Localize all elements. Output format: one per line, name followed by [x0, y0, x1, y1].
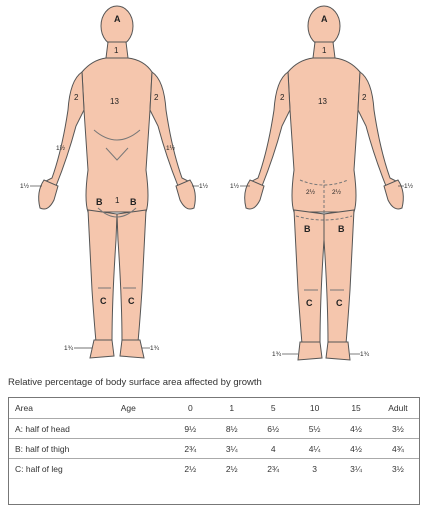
front-body-figure	[39, 6, 196, 358]
front-leg-right-label: C	[128, 296, 135, 306]
table-cell: 3½	[377, 459, 419, 479]
header-age-0: 0	[170, 398, 211, 419]
table-row: C: half of leg 2½ 2½ 2¾ 3 3¼ 3½	[9, 459, 419, 479]
table-cell: 4½	[335, 419, 376, 439]
back-hand-right-label: 1½	[404, 182, 414, 190]
back-head-label: A	[321, 14, 328, 24]
header-age-1: 1	[211, 398, 252, 419]
table-caption: Relative percentage of body surface area…	[8, 377, 262, 388]
front-arm-left-label: 2	[74, 93, 79, 102]
header-area: Area	[9, 398, 119, 419]
table-cell: 4¼	[294, 439, 335, 459]
front-head-label: A	[114, 14, 121, 24]
table-row: B: half of thigh 2¾ 3¼ 4 4¼ 4½ 4¾	[9, 439, 419, 459]
back-hand-left-label: 1½	[230, 182, 240, 190]
table-cell: 2¾	[252, 459, 293, 479]
table-cell: 3¼	[335, 459, 376, 479]
header-age-15: 15	[335, 398, 376, 419]
back-thigh-left-label: B	[304, 224, 311, 234]
back-thigh-right-label: B	[338, 224, 345, 234]
back-buttock-right-label: 2½	[332, 188, 342, 196]
front-hand-left-label: 1½	[20, 182, 30, 190]
table-cell: 3½	[377, 419, 419, 439]
back-leg-left-label: C	[306, 298, 313, 308]
table-cell: 8½	[211, 419, 252, 439]
back-leg-right-label: C	[336, 298, 343, 308]
back-body-figure	[245, 6, 404, 360]
front-thigh-right-label: B	[130, 197, 137, 207]
percentage-table: Area Age 0 1 5 10 15 Adult A: half of he…	[9, 398, 419, 478]
table-cell: 4¾	[377, 439, 419, 459]
row-area-label: A: half of head	[9, 419, 119, 439]
table-cell: 9½	[170, 419, 211, 439]
front-foot-right-label: 1¾	[150, 345, 160, 352]
front-forearm-left-label: 1½	[56, 144, 66, 152]
body-area-table: Area Age 0 1 5 10 15 Adult A: half of he…	[8, 397, 420, 505]
front-genital-label: 1	[115, 196, 120, 205]
back-buttock-left-label: 2½	[306, 188, 316, 196]
table-cell: 2½	[211, 459, 252, 479]
table-cell: 2¾	[170, 439, 211, 459]
table-cell: 3	[294, 459, 335, 479]
back-foot-left-label: 1¾	[272, 351, 282, 358]
front-leg-left-label: C	[100, 296, 107, 306]
table-cell: 6½	[252, 419, 293, 439]
header-adult: Adult	[377, 398, 419, 419]
table-header-row: Area Age 0 1 5 10 15 Adult	[9, 398, 419, 419]
table-cell: 3¼	[211, 439, 252, 459]
table-cell: 2½	[170, 459, 211, 479]
body-diagrams: A 1 2 2 13 1½ 1½ 1½ 1½ 1 B B C C 1¾ 1¾	[0, 0, 427, 370]
back-torso-label: 13	[318, 97, 327, 106]
row-area-label: B: half of thigh	[9, 439, 119, 459]
front-forearm-right-label: 1½	[166, 144, 176, 152]
table-row: A: half of head 9½ 8½ 6½ 5½ 4½ 3½	[9, 419, 419, 439]
front-foot-left-label: 1¾	[64, 345, 74, 352]
back-neck-label: 1	[322, 46, 327, 55]
row-area-label: C: half of leg	[9, 459, 119, 479]
header-age-10: 10	[294, 398, 335, 419]
front-neck-label: 1	[114, 46, 119, 55]
back-arm-right-label: 2	[362, 93, 367, 102]
back-arm-left-label: 2	[280, 93, 285, 102]
front-thigh-left-label: B	[96, 197, 103, 207]
header-age: Age	[119, 398, 170, 419]
header-age-5: 5	[252, 398, 293, 419]
table-cell: 5½	[294, 419, 335, 439]
front-torso-label: 13	[110, 97, 119, 106]
back-foot-right-label: 1¾	[360, 351, 370, 358]
table-cell: 4½	[335, 439, 376, 459]
front-hand-right-label: 1½	[199, 182, 209, 190]
front-arm-right-label: 2	[154, 93, 159, 102]
table-cell: 4	[252, 439, 293, 459]
